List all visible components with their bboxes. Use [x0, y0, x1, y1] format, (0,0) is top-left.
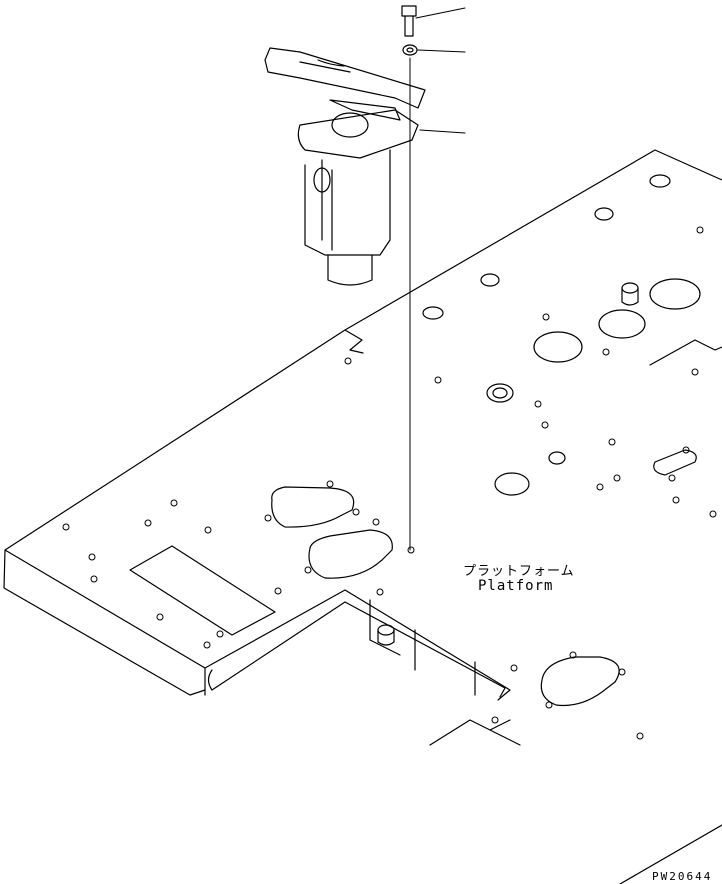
washer-leader [417, 49, 466, 53]
hole [480, 273, 500, 287]
leader-lines [409, 7, 466, 551]
hole [649, 174, 671, 188]
valve-leader [419, 129, 466, 134]
bolt [401, 5, 417, 37]
rect-plate [129, 545, 276, 636]
oval-opening-1 [271, 486, 355, 528]
slot-opening [653, 449, 697, 476]
hole [422, 306, 444, 320]
platform-lower-edge [429, 719, 722, 884]
bolt-leader [415, 7, 466, 19]
hole [649, 278, 701, 310]
drawing-code: PW20644 [652, 870, 713, 883]
hole [533, 331, 583, 363]
fasteners [401, 5, 418, 56]
platform-front-edge [204, 601, 506, 698]
washer [402, 44, 418, 56]
bolt-holes [62, 226, 717, 740]
hole [548, 451, 566, 465]
platform-right-notch [649, 339, 722, 366]
oval-opening-3 [540, 656, 620, 707]
valve-bottom [327, 254, 373, 286]
platform-inner-wall [369, 599, 476, 696]
mount-flange [297, 109, 419, 159]
hole [594, 207, 614, 221]
pedal [264, 47, 426, 109]
stud [377, 624, 395, 636]
platform-label-en: Platform [478, 578, 554, 594]
boss [492, 387, 508, 399]
valve-body [304, 149, 391, 256]
platform-label-jp: プラットフォーム [463, 564, 575, 579]
washer-hole [406, 47, 414, 53]
platform [3, 149, 722, 884]
boss [486, 383, 514, 403]
pedal-hinge [329, 99, 401, 121]
valve-cap [331, 112, 369, 138]
stud [621, 282, 639, 294]
stud [377, 629, 395, 646]
platform-outline [3, 149, 722, 701]
stud [621, 287, 639, 306]
valve-port [313, 167, 331, 193]
oval-opening-2 [308, 529, 393, 579]
pedal-valve-assembly [264, 47, 426, 286]
hole [494, 472, 530, 496]
hole [598, 309, 646, 339]
